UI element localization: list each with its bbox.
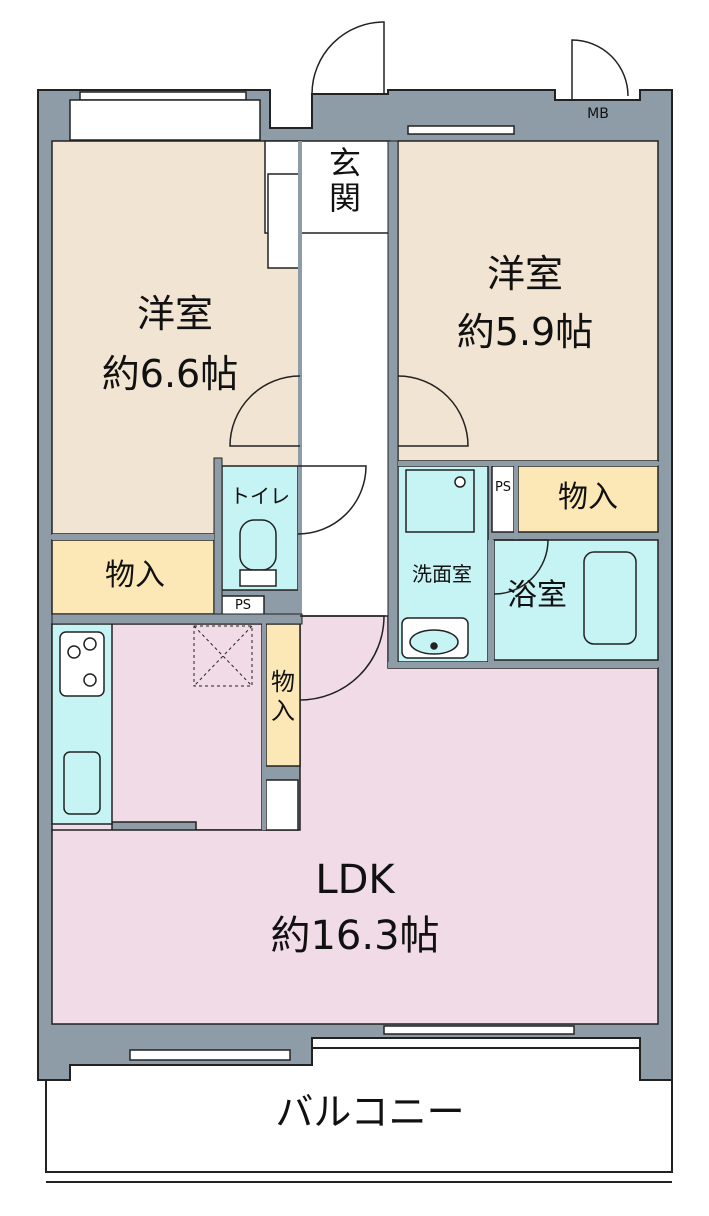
wall-mid-h1 bbox=[398, 461, 658, 466]
wall-bath-left bbox=[488, 540, 494, 664]
western2-floor bbox=[397, 140, 659, 462]
room-western1-size: 約6.6帖 bbox=[101, 352, 239, 396]
room-balcony: バルコニー bbox=[275, 1090, 465, 1134]
ps-right-box bbox=[491, 465, 515, 533]
storage-right-floor bbox=[517, 465, 659, 533]
door-arcs bbox=[229, 21, 629, 701]
label-mb: MB bbox=[587, 106, 609, 122]
room-washroom: 洗面室 bbox=[412, 562, 472, 586]
hallway-floor bbox=[300, 232, 390, 616]
room-storage-left: 物入 bbox=[105, 558, 165, 593]
room-storage-center: 物入 bbox=[271, 668, 295, 725]
room-western1-name: 洋室 bbox=[136, 292, 213, 336]
wall-left-lower bbox=[213, 457, 223, 625]
shoe-cabinet bbox=[267, 173, 301, 269]
label-ps-right: PS bbox=[494, 480, 512, 495]
windows bbox=[69, 91, 575, 1061]
wall-mid-h2 bbox=[52, 534, 214, 540]
room-ldk-name: LDK bbox=[315, 857, 395, 903]
ceiling-hatch bbox=[193, 625, 253, 687]
label-ps-left: PS bbox=[234, 598, 252, 613]
wall-center-left bbox=[298, 141, 302, 616]
room-entrance: 玄関 bbox=[328, 144, 361, 218]
wall-lower-h bbox=[51, 613, 303, 625]
balcony-area bbox=[45, 1047, 673, 1173]
wall-under-wash bbox=[388, 662, 658, 668]
room-ldk-size: 約16.3帖 bbox=[270, 913, 440, 959]
room-toilet: トイレ bbox=[230, 484, 290, 508]
wall-center-right bbox=[387, 140, 399, 669]
room-western2-name: 洋室 bbox=[486, 252, 563, 296]
room-western2-size: 約5.9帖 bbox=[456, 310, 594, 354]
wall-ldk-post bbox=[262, 620, 266, 830]
fixtures bbox=[59, 469, 637, 815]
room-storage-right: 物入 bbox=[558, 480, 618, 515]
room-bath: 浴室 bbox=[507, 578, 567, 613]
pillar-box bbox=[265, 779, 299, 831]
wall-storage-r bbox=[514, 466, 518, 540]
